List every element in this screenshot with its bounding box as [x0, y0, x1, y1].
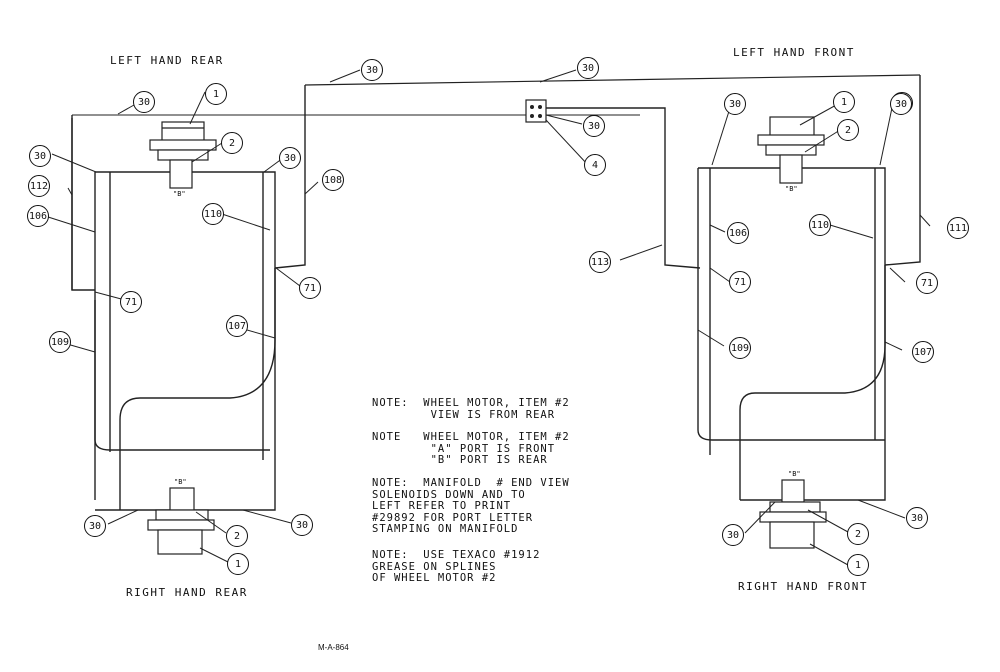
callout-balloon: 71 [120, 291, 142, 313]
callout-balloon: 109 [49, 331, 71, 353]
label-left-hand-front: LEFT HAND FRONT [733, 46, 855, 59]
callout-balloon: 107 [226, 315, 248, 337]
callout-balloon: 30 [724, 93, 746, 115]
callout-balloon: 110 [809, 214, 831, 236]
callout-balloon: 1 [833, 91, 855, 113]
label-left-hand-rear: LEFT HAND REAR [110, 54, 224, 67]
callout-balloon: 30 [583, 115, 605, 137]
callout-balloon: 30 [906, 507, 928, 529]
drawing-number: M-A-864 [318, 643, 349, 652]
callout-balloon: 2 [847, 523, 869, 545]
note-3: NOTE: MANIFOLD # END VIEW SOLENOIDS DOWN… [372, 477, 570, 535]
callout-balloon: 1 [205, 83, 227, 105]
callout-balloon: 2 [221, 132, 243, 154]
callout-balloon: 71 [299, 277, 321, 299]
callout-balloon: 30 [279, 147, 301, 169]
callout-balloon: 4 [584, 154, 606, 176]
callout-balloon: 2 [226, 525, 248, 547]
callout-balloon: 112 [28, 175, 50, 197]
callout-balloon: 1 [227, 553, 249, 575]
port-b-label: "B" [785, 185, 798, 193]
note-1: NOTE: WHEEL MOTOR, ITEM #2 VIEW IS FROM … [372, 397, 570, 421]
callout-balloon: 30 [577, 57, 599, 79]
callout-balloon: 107 [912, 341, 934, 363]
callout-balloon: 30 [890, 93, 912, 115]
callout-balloon: 71 [916, 272, 938, 294]
callout-balloon: 30 [722, 524, 744, 546]
callout-balloon: 30 [361, 59, 383, 81]
callout-balloon: 113 [589, 251, 611, 273]
callout-balloon: 1 [847, 554, 869, 576]
note-4: NOTE: USE TEXACO #1912 GREASE ON SPLINES… [372, 549, 541, 584]
callout-balloon: 30 [133, 91, 155, 113]
port-b-label: "B" [788, 470, 801, 478]
callout-balloon: 108 [322, 169, 344, 191]
label-right-hand-front: RIGHT HAND FRONT [738, 580, 868, 593]
callout-balloon: 111 [947, 217, 969, 239]
callout-balloon: 30 [84, 515, 106, 537]
callout-balloon: 2 [837, 119, 859, 141]
port-b-label: "B" [173, 190, 186, 198]
label-right-hand-rear: RIGHT HAND REAR [126, 586, 248, 599]
callout-balloon: 106 [27, 205, 49, 227]
note-2: NOTE WHEEL MOTOR, ITEM #2 "A" PORT IS FR… [372, 431, 570, 466]
callout-balloon: 30 [291, 514, 313, 536]
port-b-label: "B" [174, 478, 187, 486]
callout-balloon: 110 [202, 203, 224, 225]
callout-balloon: 30 [29, 145, 51, 167]
callout-balloon: 71 [729, 271, 751, 293]
callout-balloon: 109 [729, 337, 751, 359]
callout-balloon: 106 [727, 222, 749, 244]
